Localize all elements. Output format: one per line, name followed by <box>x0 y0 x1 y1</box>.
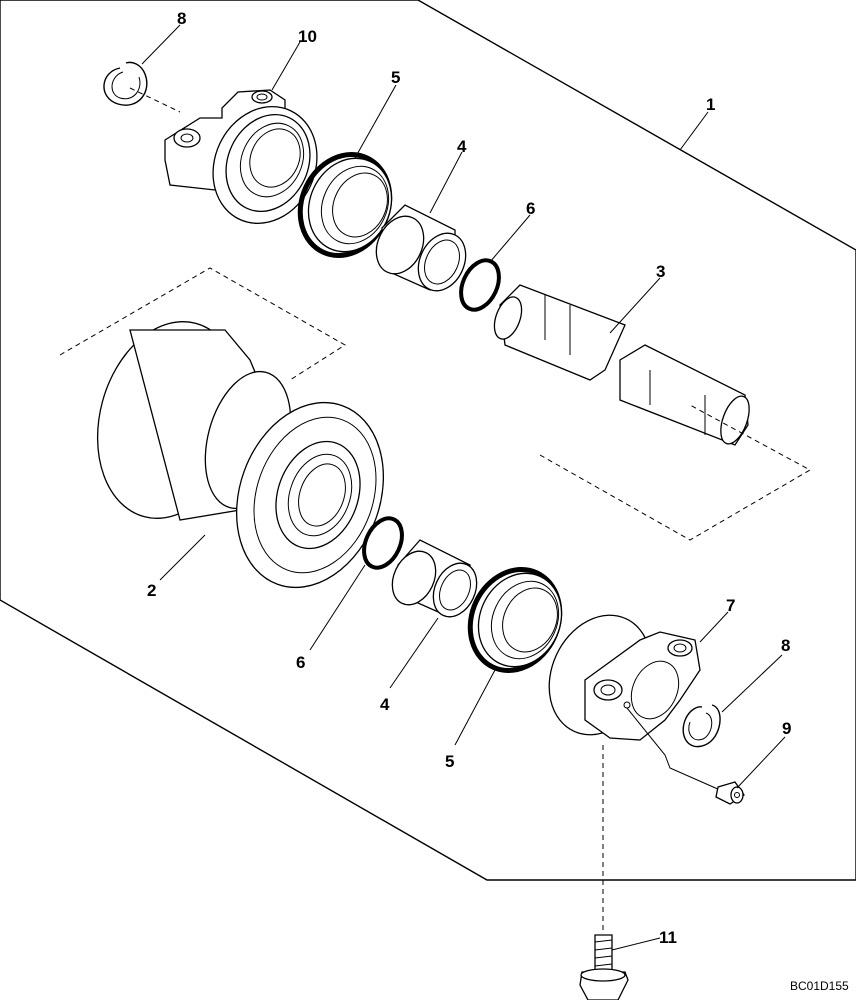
leader-lines <box>141 24 786 951</box>
callout-8-bottom: 8 <box>781 636 790 655</box>
callout-8-top: 8 <box>177 9 186 28</box>
bracket-top <box>164 89 318 224</box>
shaft-dashed-guide <box>539 404 812 541</box>
callout-11: 11 <box>659 928 677 947</box>
callout-5-top: 5 <box>391 68 400 87</box>
snap-ring-bottom <box>682 704 721 748</box>
callout-5-bottom: 5 <box>445 752 454 771</box>
callout-6-top: 6 <box>526 199 535 218</box>
drawing-code: BC01D155 <box>790 979 849 993</box>
roller-dashed-guide <box>59 267 346 381</box>
callout-9: 9 <box>782 719 791 738</box>
callout-2: 2 <box>147 581 156 600</box>
bushing-bottom <box>391 539 478 618</box>
bracket-bottom <box>548 614 721 791</box>
o-ring-bottom <box>362 516 404 570</box>
callout-4-top: 4 <box>457 137 467 156</box>
callout-1: 1 <box>706 95 715 114</box>
seal-top <box>297 151 393 259</box>
bushing-top <box>375 204 467 292</box>
callout-4-bottom: 4 <box>380 695 390 714</box>
bolt <box>579 934 629 1000</box>
callout-10: 10 <box>298 27 317 46</box>
roller-wheel <box>96 321 385 589</box>
snap-ring-top <box>103 61 181 113</box>
callout-7: 7 <box>726 596 735 615</box>
shaft <box>493 284 750 446</box>
callout-6-bottom: 6 <box>296 653 305 672</box>
callout-3: 3 <box>656 262 665 281</box>
seal-bottom <box>467 566 563 674</box>
